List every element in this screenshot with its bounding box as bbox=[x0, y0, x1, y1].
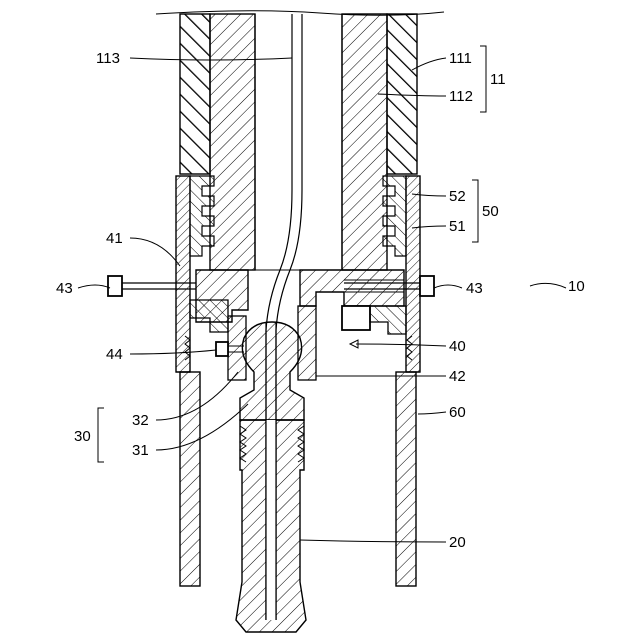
label-40: 40 bbox=[449, 338, 466, 355]
label-52: 52 bbox=[449, 188, 466, 205]
label-32: 32 bbox=[132, 412, 149, 429]
label-113: 113 bbox=[96, 50, 120, 67]
label-112: 112 bbox=[449, 88, 473, 105]
label-44: 44 bbox=[106, 346, 123, 363]
ball-joint bbox=[240, 322, 304, 420]
label-43-left: 43 bbox=[56, 280, 73, 297]
label-43-right: 43 bbox=[466, 280, 483, 297]
shaft bbox=[236, 420, 306, 632]
label-41: 41 bbox=[106, 230, 123, 247]
label-31: 31 bbox=[132, 442, 149, 459]
label-51: 51 bbox=[449, 218, 466, 235]
label-20: 20 bbox=[449, 534, 466, 551]
label-10: 10 bbox=[568, 278, 585, 295]
reference-labels: 113 111 112 11 52 51 50 41 43 43 10 44 4… bbox=[56, 50, 585, 551]
leader-lines bbox=[78, 46, 566, 542]
label-30: 30 bbox=[74, 428, 91, 445]
label-11: 11 bbox=[490, 71, 506, 88]
label-60: 60 bbox=[449, 404, 466, 421]
label-111: 111 bbox=[449, 50, 472, 67]
label-50: 50 bbox=[482, 203, 499, 220]
label-42: 42 bbox=[449, 368, 466, 385]
joint-body bbox=[190, 270, 406, 380]
